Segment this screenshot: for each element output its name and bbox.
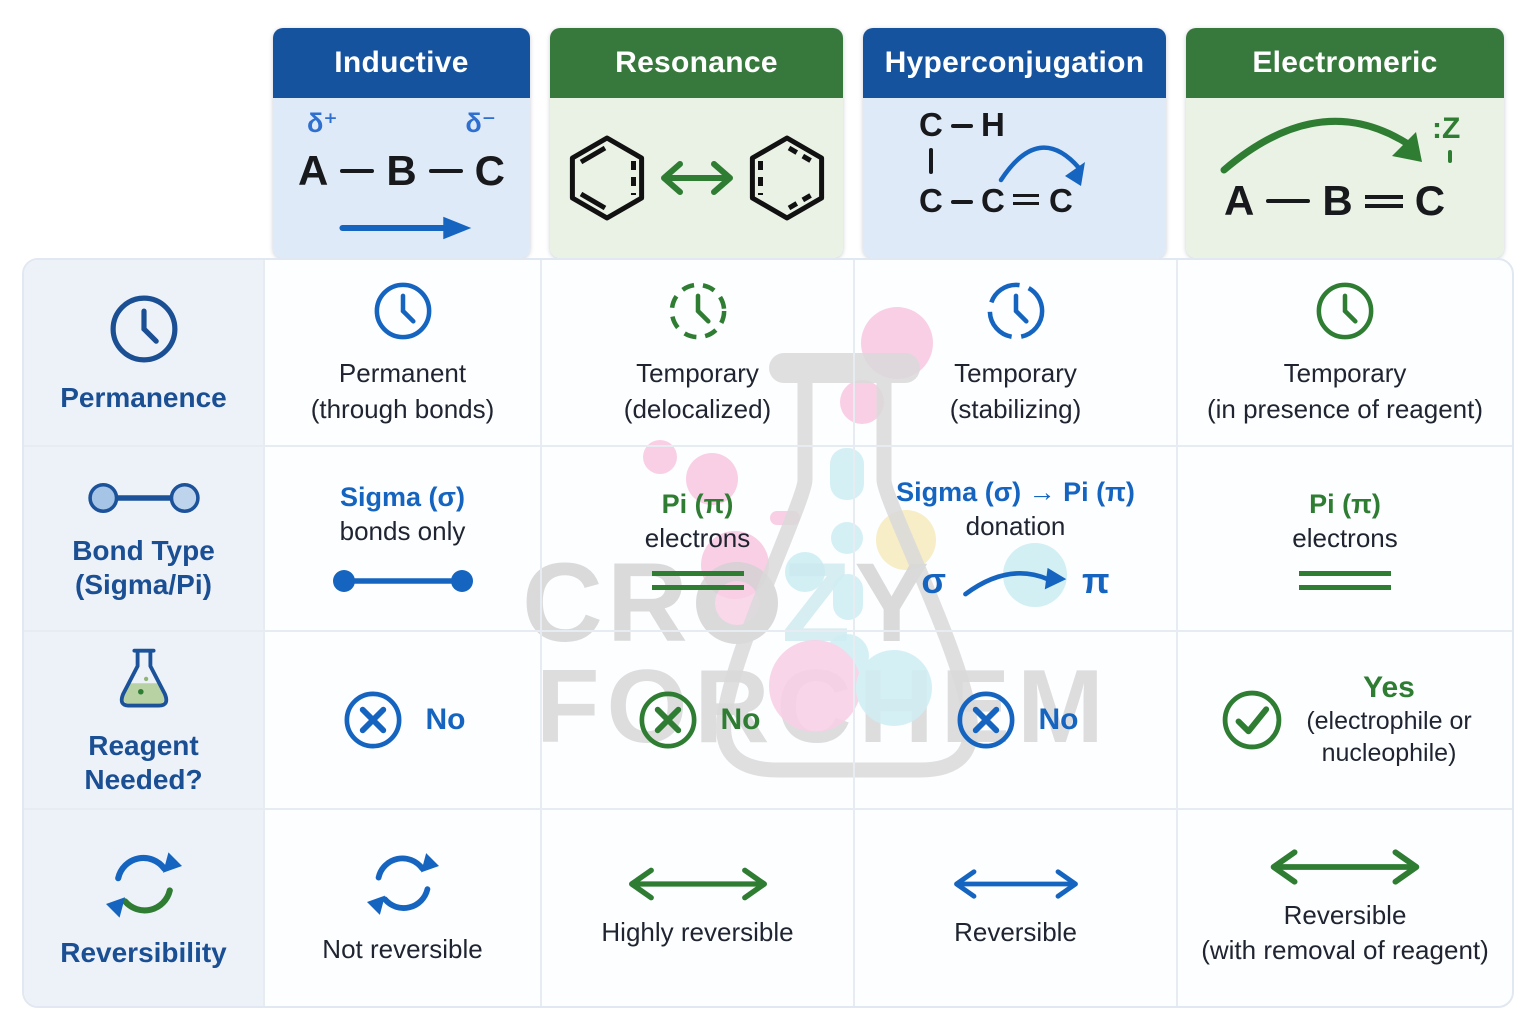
single-bond (951, 124, 973, 128)
column-header-resonance: Resonance (550, 28, 843, 258)
atom-c: C (1049, 182, 1073, 219)
resonance-illustration (550, 98, 843, 258)
cell-bond-electromeric: Pi (π) electrons (1176, 445, 1512, 630)
clock-icon (110, 295, 177, 363)
atom-c: C (474, 147, 506, 194)
circle-x-icon (344, 691, 401, 749)
delta-minus-label: δ⁻ (465, 108, 496, 138)
cell-bond-inductive: Sigma (σ) bonds only (263, 445, 540, 630)
atom-c: C (919, 106, 943, 143)
column-title-electromeric: Electromeric (1186, 28, 1504, 98)
row-label-permanence: Permanence (24, 260, 263, 445)
header-spacer (22, 28, 263, 258)
cell-permanence-inductive: Permanent(through bonds) (263, 260, 540, 445)
pi-double-bond-icon (1299, 571, 1391, 591)
sigma-symbol: σ (921, 559, 947, 601)
delta-plus-label: δ⁺ (307, 108, 338, 138)
cell-permanence-hyperconjugation: Temporary(stabilizing) (853, 260, 1176, 445)
cell-reversibility-electromeric: Reversible(with removal of reagent) (1176, 808, 1512, 1006)
double-arrow-icon (628, 868, 767, 901)
double-arrow-icon (1270, 849, 1420, 885)
cycle-arrows-icon (105, 852, 182, 918)
clock-icon (1316, 283, 1374, 340)
cell-reversibility-hyperconjugation: Reversible (853, 808, 1176, 1006)
electromeric-chain: A B C (1224, 180, 1504, 222)
column-title-inductive: Inductive (273, 28, 530, 98)
circle-x-icon (639, 691, 696, 749)
hyperconjugation-illustration: C H C C C (863, 98, 1166, 258)
double-arrow-icon (953, 869, 1078, 900)
circle-x-icon (957, 691, 1014, 749)
inductive-illustration: δ⁺ δ⁻ A B C (273, 98, 530, 258)
atom-c: C (919, 182, 943, 219)
cell-reagent-hyperconjugation: No (853, 630, 1176, 808)
column-header-inductive: Inductive δ⁺ δ⁻ A B C (273, 28, 530, 258)
column-header-hyperconjugation: Hyperconjugation C H C C C (863, 28, 1166, 258)
sigma-to-pi-arrow-icon (963, 567, 1067, 597)
cell-reagent-inductive: No (263, 630, 540, 808)
atom-a: A (1224, 177, 1255, 224)
single-bond-vertical (929, 148, 933, 174)
pi-double-bond-icon (651, 571, 744, 591)
electron-shift-arrow-icon (339, 216, 472, 240)
z-bond-stub (1448, 150, 1452, 163)
atom-c: C (1414, 177, 1446, 224)
column-title-resonance: Resonance (550, 28, 843, 98)
cycle-arrows-icon (366, 853, 439, 916)
row-label-bond-type: Bond Type(Sigma/Pi) (24, 445, 263, 630)
cell-permanence-resonance: Temporary(delocalized) (540, 260, 853, 445)
sigma-bond-icon (87, 483, 200, 514)
atom-b: B (1322, 177, 1353, 224)
clock-dashed-icon (987, 283, 1044, 340)
cell-reversibility-resonance: Highly reversible (540, 808, 853, 1006)
single-bond (428, 169, 463, 173)
column-header-electromeric: Electromeric A B C :Z (1186, 28, 1504, 258)
cell-bond-resonance: Pi (π) electrons (540, 445, 853, 630)
pi-symbol: π (1082, 559, 1110, 601)
single-bond (1266, 199, 1311, 203)
clock-dashed-icon (669, 283, 726, 340)
circle-check-icon (1222, 690, 1282, 750)
cell-reversibility-inductive: Not reversible (263, 808, 540, 1006)
sigma-donation-arrow-icon (998, 145, 1085, 186)
benzene-resonance-icon (569, 135, 825, 221)
flask-icon (119, 648, 168, 708)
cell-reagent-resonance: No (540, 630, 853, 808)
header-row: Inductive δ⁺ δ⁻ A B C Resonance (22, 28, 1514, 258)
electromeric-illustration: A B C :Z (1186, 98, 1504, 258)
atom-h: H (981, 106, 1005, 143)
atom-b: B (386, 147, 417, 194)
atom-a: A (297, 147, 329, 194)
cell-permanence-electromeric: Temporary(in presence of reagent) (1176, 260, 1512, 445)
inductive-chain: A B C (273, 150, 530, 192)
single-bond (340, 169, 375, 173)
electromeric-shift-arrow-icon (1220, 117, 1422, 174)
column-title-hyperconjugation: Hyperconjugation (863, 28, 1166, 98)
double-bond (1364, 194, 1403, 208)
sigma-bond-solid-icon (332, 569, 473, 592)
single-bond (951, 200, 973, 204)
clock-icon (374, 283, 431, 340)
double-bond (1013, 194, 1039, 205)
atom-c: C (981, 182, 1005, 219)
row-label-reversibility: Reversibility (24, 808, 263, 1006)
reagent-z-label: :Z (1432, 112, 1461, 145)
cell-bond-hyperconjugation: Sigma (σ) → Pi (π) donation σ π (853, 445, 1176, 630)
